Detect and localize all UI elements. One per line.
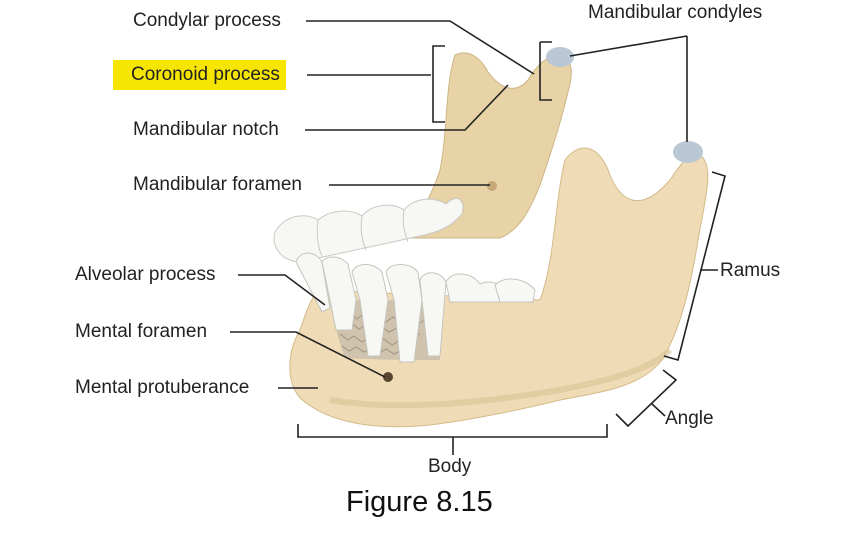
mental-foramen-mark: [383, 372, 393, 382]
mandibular-notch-leader: [305, 84, 509, 131]
coronoid-process-label: Coronoid process: [113, 60, 286, 90]
leader-lines: [230, 20, 726, 455]
figure-caption: Figure 8.15: [346, 486, 493, 518]
mandibular-condyles-label: Mandibular condyles: [588, 2, 763, 23]
alveolar-process-label: Alveolar process: [75, 264, 216, 285]
condyles-leader: [569, 35, 688, 142]
coronoid-bracket: [432, 45, 445, 123]
far-condyle: [546, 47, 574, 67]
angle-leader: [651, 403, 666, 417]
condylar-process-leader: [306, 20, 535, 75]
far-teeth: [273, 198, 464, 263]
near-condyle: [673, 141, 703, 163]
mental-protuberance-label: Mental protuberance: [75, 377, 250, 398]
mandibular-foramen-mark: [487, 181, 497, 191]
angle-bracket: [615, 369, 678, 428]
angle-label: Angle: [665, 408, 714, 429]
body-bracket: [297, 424, 608, 438]
ramus-bracket: [663, 171, 726, 361]
mental-foramen-leader: [230, 331, 386, 378]
mandibular-notch-label: Mandibular notch: [133, 119, 279, 140]
near-teeth: [295, 252, 536, 363]
ramus-label: Ramus: [720, 260, 781, 281]
condylar-bracket: [539, 41, 552, 101]
mandibular-foramen-label: Mandibular foramen: [133, 174, 302, 195]
alveolar-process-leader: [238, 274, 326, 306]
condylar-process-label: Condylar process: [133, 10, 281, 31]
body-label: Body: [428, 456, 472, 477]
mental-foramen-label: Mental foramen: [75, 321, 208, 342]
